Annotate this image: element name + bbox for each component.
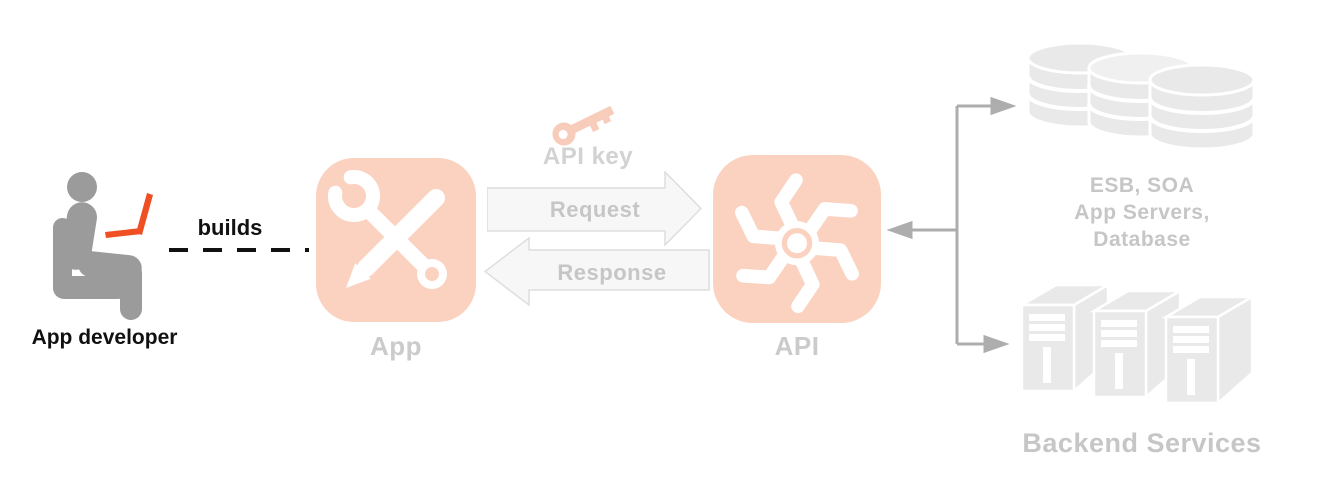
api-key-label: API key — [542, 143, 634, 170]
connector-arrow-bottom-icon — [983, 334, 1010, 354]
pencil-icon — [346, 189, 445, 288]
app-icon — [316, 158, 476, 322]
api-icon — [713, 155, 881, 323]
api-key-icon — [552, 105, 615, 146]
laptop-icon — [105, 193, 153, 238]
app-developer-icon — [53, 172, 153, 320]
connector-arrow-left-icon — [886, 220, 913, 240]
request-label: Request — [549, 197, 641, 222]
app-label: App — [369, 331, 423, 361]
gear-icon — [735, 173, 859, 314]
app-developer-label: App developer — [31, 326, 178, 349]
api-label: API — [774, 331, 820, 361]
server-stack-icon — [1022, 282, 1257, 406]
request-arrow — [487, 171, 703, 246]
response-label: Response — [557, 260, 667, 285]
backend-connector — [886, 96, 1017, 354]
esb-label: ESB, SOA App Servers, Database — [1032, 172, 1252, 253]
esb-label-line3: Database — [1093, 228, 1191, 251]
backend-services-label: Backend Services — [1022, 428, 1262, 458]
builds-label: builds — [197, 215, 263, 240]
esb-label-line2: App Servers, — [1074, 201, 1210, 224]
connector-arrow-top-icon — [990, 96, 1017, 116]
builds-dashed-line — [169, 248, 309, 252]
response-arrow — [484, 237, 710, 307]
esb-label-line1: ESB, SOA — [1089, 174, 1195, 197]
database-stack-icon — [1026, 43, 1256, 151]
